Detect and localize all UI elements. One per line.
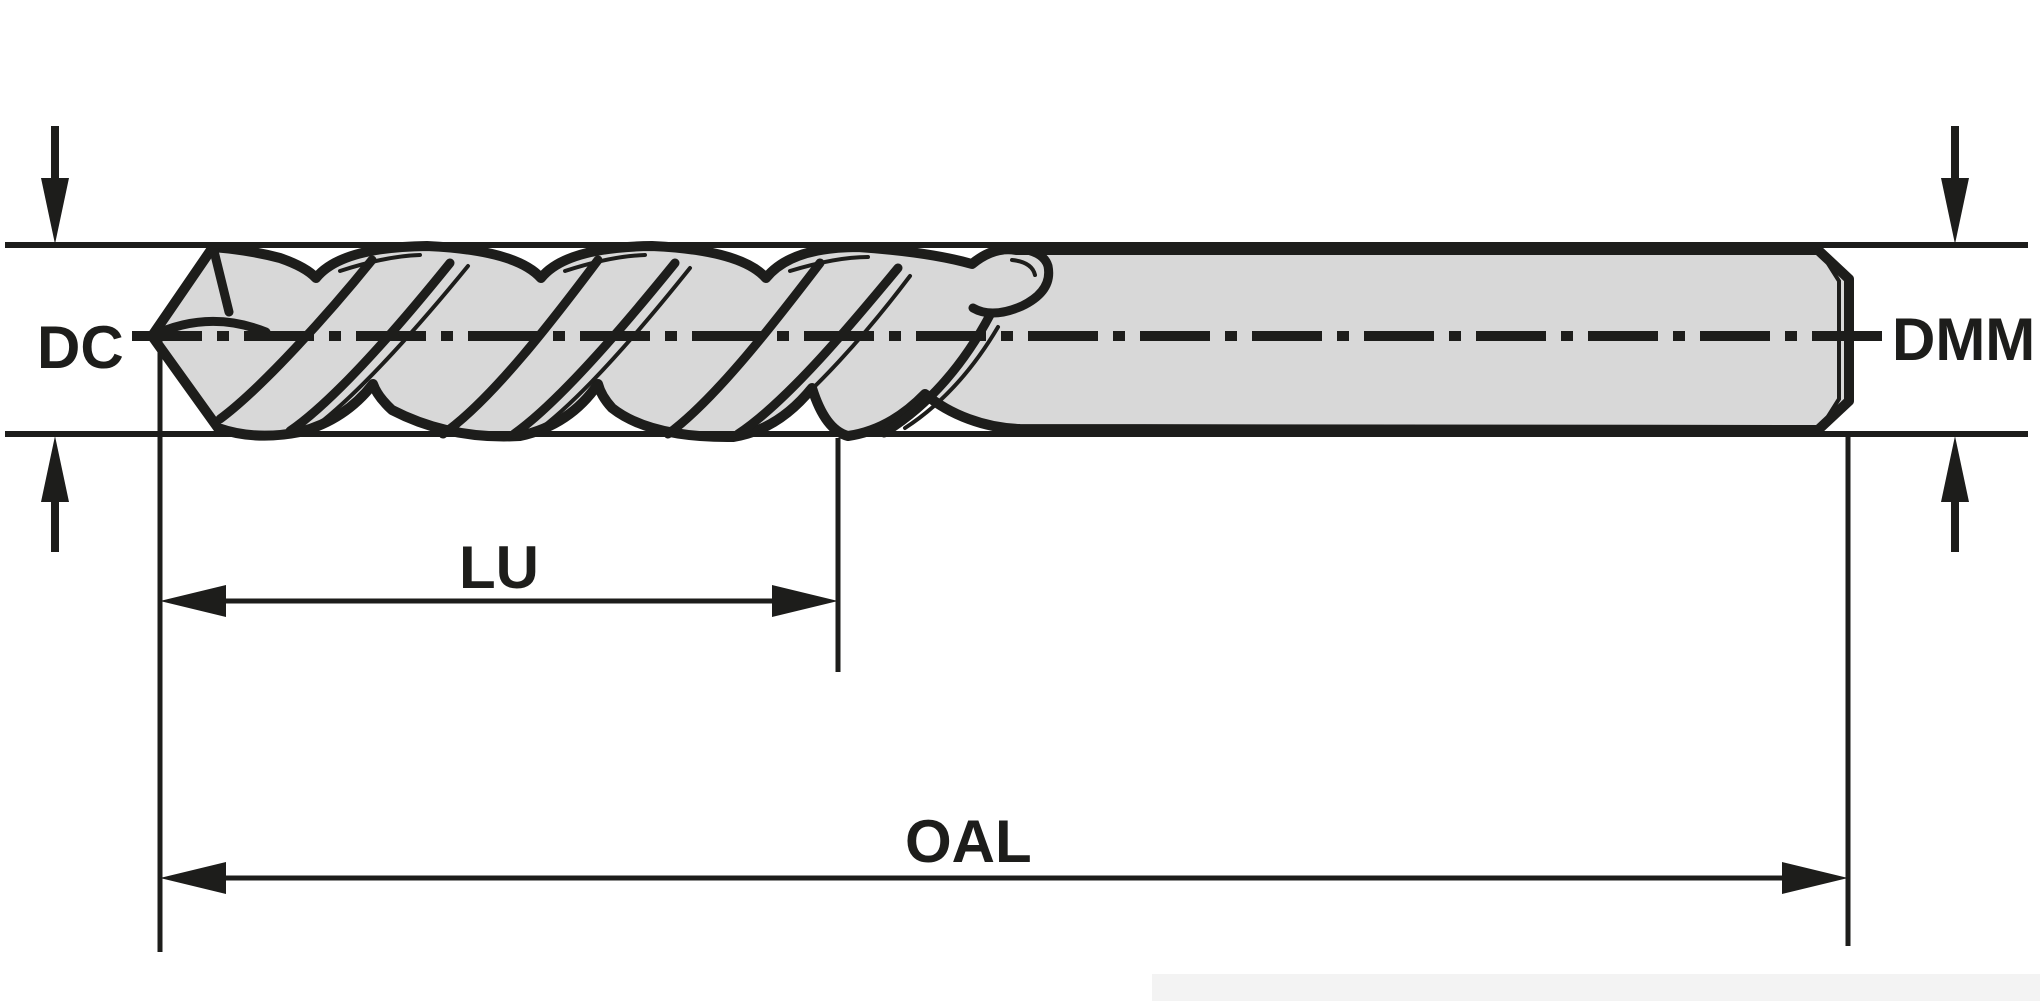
arrow-down-icon	[1941, 178, 1969, 244]
oal-dimension: OAL	[160, 808, 1848, 894]
dc-arrow-top	[41, 126, 69, 244]
arrow-left-icon	[160, 862, 226, 894]
flute-margin-line	[534, 266, 692, 434]
flute-runout-hook	[968, 243, 1054, 318]
drill-silhouette	[147, 241, 1854, 443]
crest-margin-line	[788, 255, 870, 273]
crest-margin-line	[338, 253, 422, 273]
flute-edge-line	[663, 258, 825, 439]
flute-margin-line	[903, 325, 1000, 430]
lu-dimension: LU	[160, 534, 838, 617]
label-dc: DC	[37, 314, 124, 381]
flute-margin-line	[758, 274, 912, 434]
label-oal: OAL	[905, 808, 1032, 875]
flute-margin-line	[310, 264, 470, 431]
arrow-up-icon	[41, 436, 69, 502]
arrow-up-icon	[1941, 436, 1969, 502]
flute-lines	[147, 242, 1841, 439]
faint-scan-band	[1152, 974, 2040, 1001]
runout-accent-line	[1010, 258, 1037, 277]
arrow-right-icon	[772, 585, 838, 617]
dmm-arrow-bottom	[1941, 436, 1969, 552]
point-facet-line	[208, 242, 234, 317]
flute-edge-line	[285, 258, 455, 436]
dc-arrow-bottom	[41, 436, 69, 552]
flute-edge-line	[509, 258, 680, 439]
arrow-down-icon	[41, 178, 69, 244]
flute-edge-line	[733, 263, 903, 439]
crest-margin-line	[563, 253, 647, 273]
arrow-left-icon	[160, 585, 226, 617]
dmm-arrow-top	[1941, 126, 1969, 244]
cutting-lip-line	[147, 317, 271, 341]
arrow-right-icon	[1782, 862, 1848, 894]
flute-edge-line	[438, 255, 603, 439]
flute-edge-line	[215, 255, 377, 424]
label-dmm: DMM	[1892, 306, 2035, 373]
label-lu: LU	[459, 534, 539, 601]
